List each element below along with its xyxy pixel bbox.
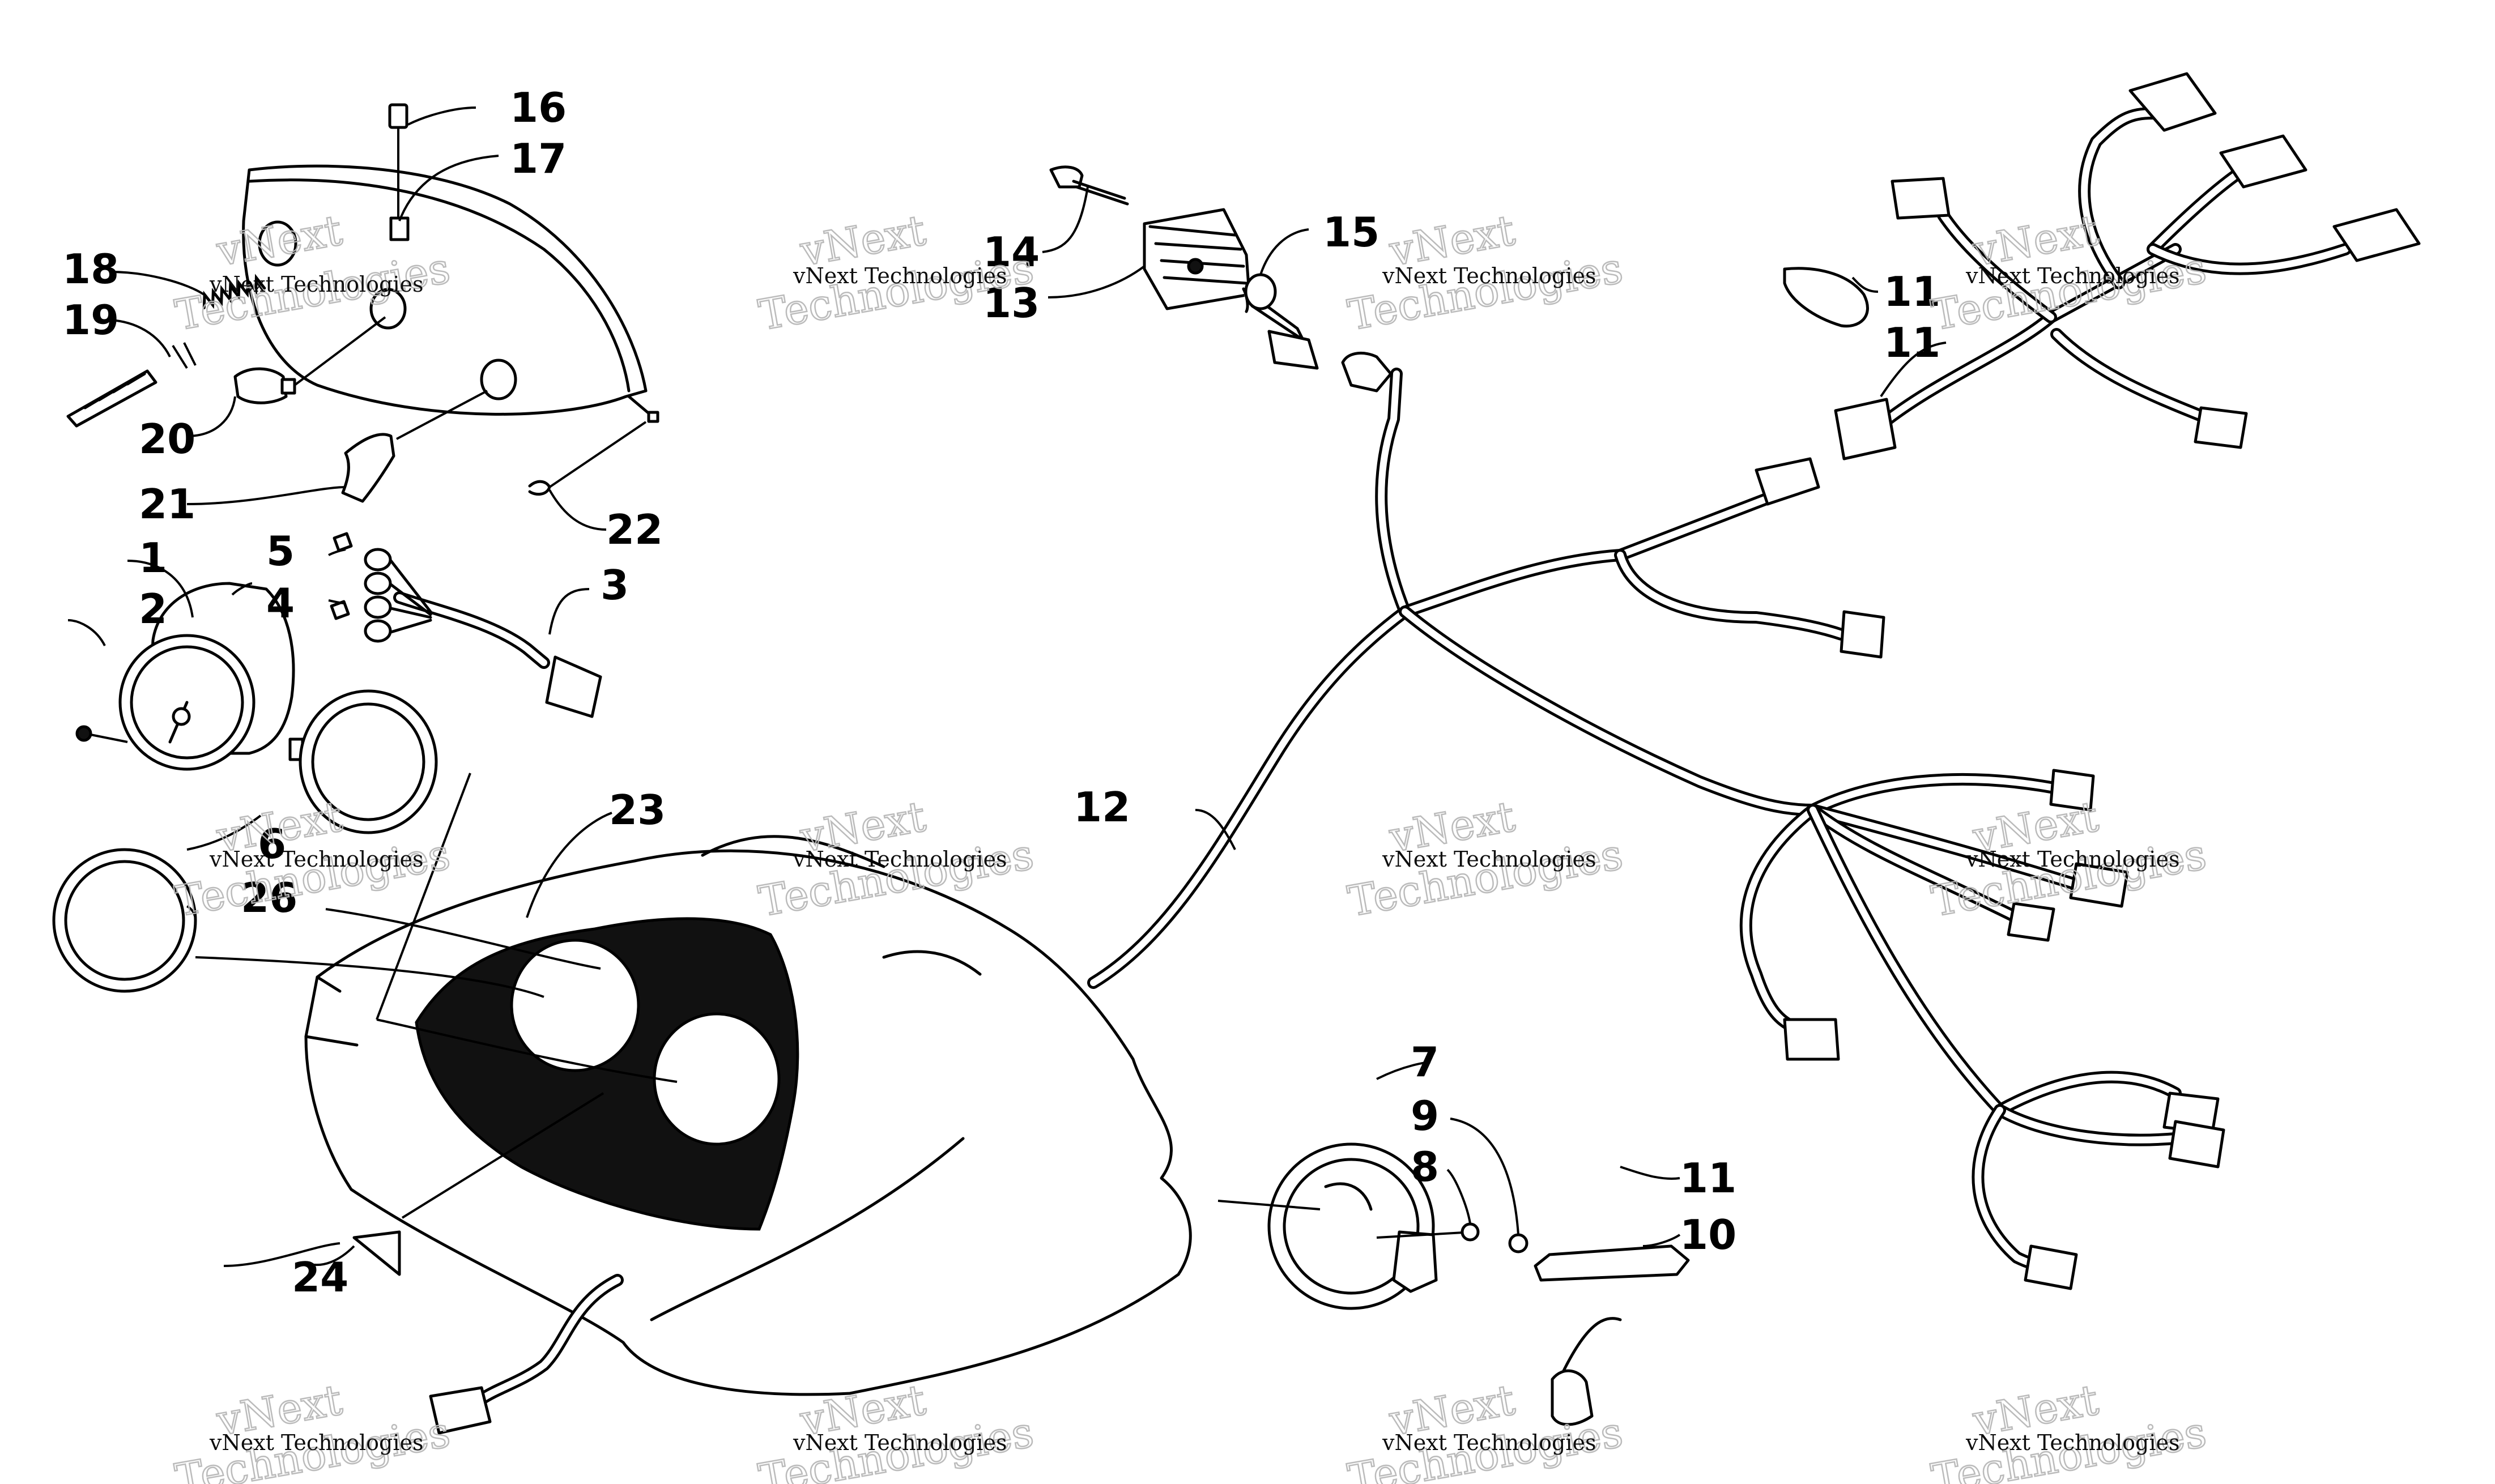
callout-17: 16 <box>510 84 567 131</box>
callout-9: 9 <box>1411 1092 1439 1140</box>
callout-25: 24 <box>292 1253 348 1301</box>
svg-text:vNext Technologies: vNext Technologies <box>793 847 1007 872</box>
callout-23: 22 <box>606 506 663 553</box>
callout-4: 4 <box>266 579 295 627</box>
callout-13: 12 <box>1074 783 1130 831</box>
gauge-assembly <box>52 532 602 993</box>
callout-16: 15 <box>1323 208 1380 256</box>
callout-18: 17 <box>510 135 567 182</box>
callout-8: 8 <box>1411 1143 1439 1191</box>
callout-19: 18 <box>62 245 119 293</box>
watermark-r1c4: vNext Technologies vNext Technologies <box>1927 205 2211 340</box>
leader-lines <box>67 106 1947 1267</box>
watermark-r2c3: vNext Technologies vNext Technologies <box>1344 791 1627 927</box>
callout-12: 11 <box>1884 319 1940 366</box>
svg-text:vNext Technologies: vNext Technologies <box>1382 847 1596 872</box>
callout-1: 1 <box>139 534 167 582</box>
callout-22: 21 <box>139 480 195 528</box>
callout-2: 2 <box>139 585 167 633</box>
callout-10: 10 <box>1680 1211 1736 1259</box>
svg-text:vNext Technologies: vNext Technologies <box>1382 1430 1596 1455</box>
callout-3: 3 <box>601 561 629 609</box>
watermark-r2c4: vNext Technologies vNext Technologies <box>1927 791 2211 927</box>
callout-11-lower: 11 <box>1680 1154 1736 1202</box>
watermark-r1c3: vNext Technologies vNext Technologies <box>1344 205 1627 340</box>
watermark-r3c1: vNext Technologies vNext Technologies <box>171 1375 454 1484</box>
watermark-r3c2: vNext Technologies vNext Technologies <box>755 1375 1038 1484</box>
callout-15: 14 <box>983 228 1040 276</box>
svg-text:vNext Technologies: vNext Technologies <box>209 272 423 297</box>
svg-text:vNext Technologies: vNext Technologies <box>1965 847 2179 872</box>
svg-text:vNext Technologies: vNext Technologies <box>1382 263 1596 288</box>
svg-text:vNext Technologies: vNext Technologies <box>1965 263 2179 288</box>
svg-text:vNext Technologies: vNext Technologies <box>793 1430 1007 1455</box>
callout-5: 5 <box>266 527 295 575</box>
headlight-assembly <box>66 103 659 503</box>
svg-text:vNext Technologies: vNext Technologies <box>1965 1430 2179 1455</box>
watermark-r3c4: vNext Technologies vNext Technologies <box>1927 1375 2211 1484</box>
svg-text:vNext Technologies: vNext Technologies <box>209 1430 423 1455</box>
callout-20: 19 <box>62 296 119 344</box>
callout-26: 26 <box>241 874 297 922</box>
callout-21: 20 <box>139 415 195 463</box>
svg-text:vNext Technologies: vNext Technologies <box>209 847 423 872</box>
main-wiring-harness <box>1049 72 2421 1426</box>
callout-7: 7 <box>1411 1038 1439 1086</box>
svg-text:vNext Technologies: vNext Technologies <box>793 263 1007 288</box>
callout-6: 6 <box>258 820 286 868</box>
hood-panel <box>304 835 1192 1435</box>
callout-14: 13 <box>983 279 1040 327</box>
callout-24: 23 <box>609 786 666 834</box>
callout-labels: 16 17 18 19 20 21 22 5 1 3 4 2 23 12 6 2… <box>62 84 1940 1301</box>
callout-11-top: 11 <box>1884 268 1940 315</box>
